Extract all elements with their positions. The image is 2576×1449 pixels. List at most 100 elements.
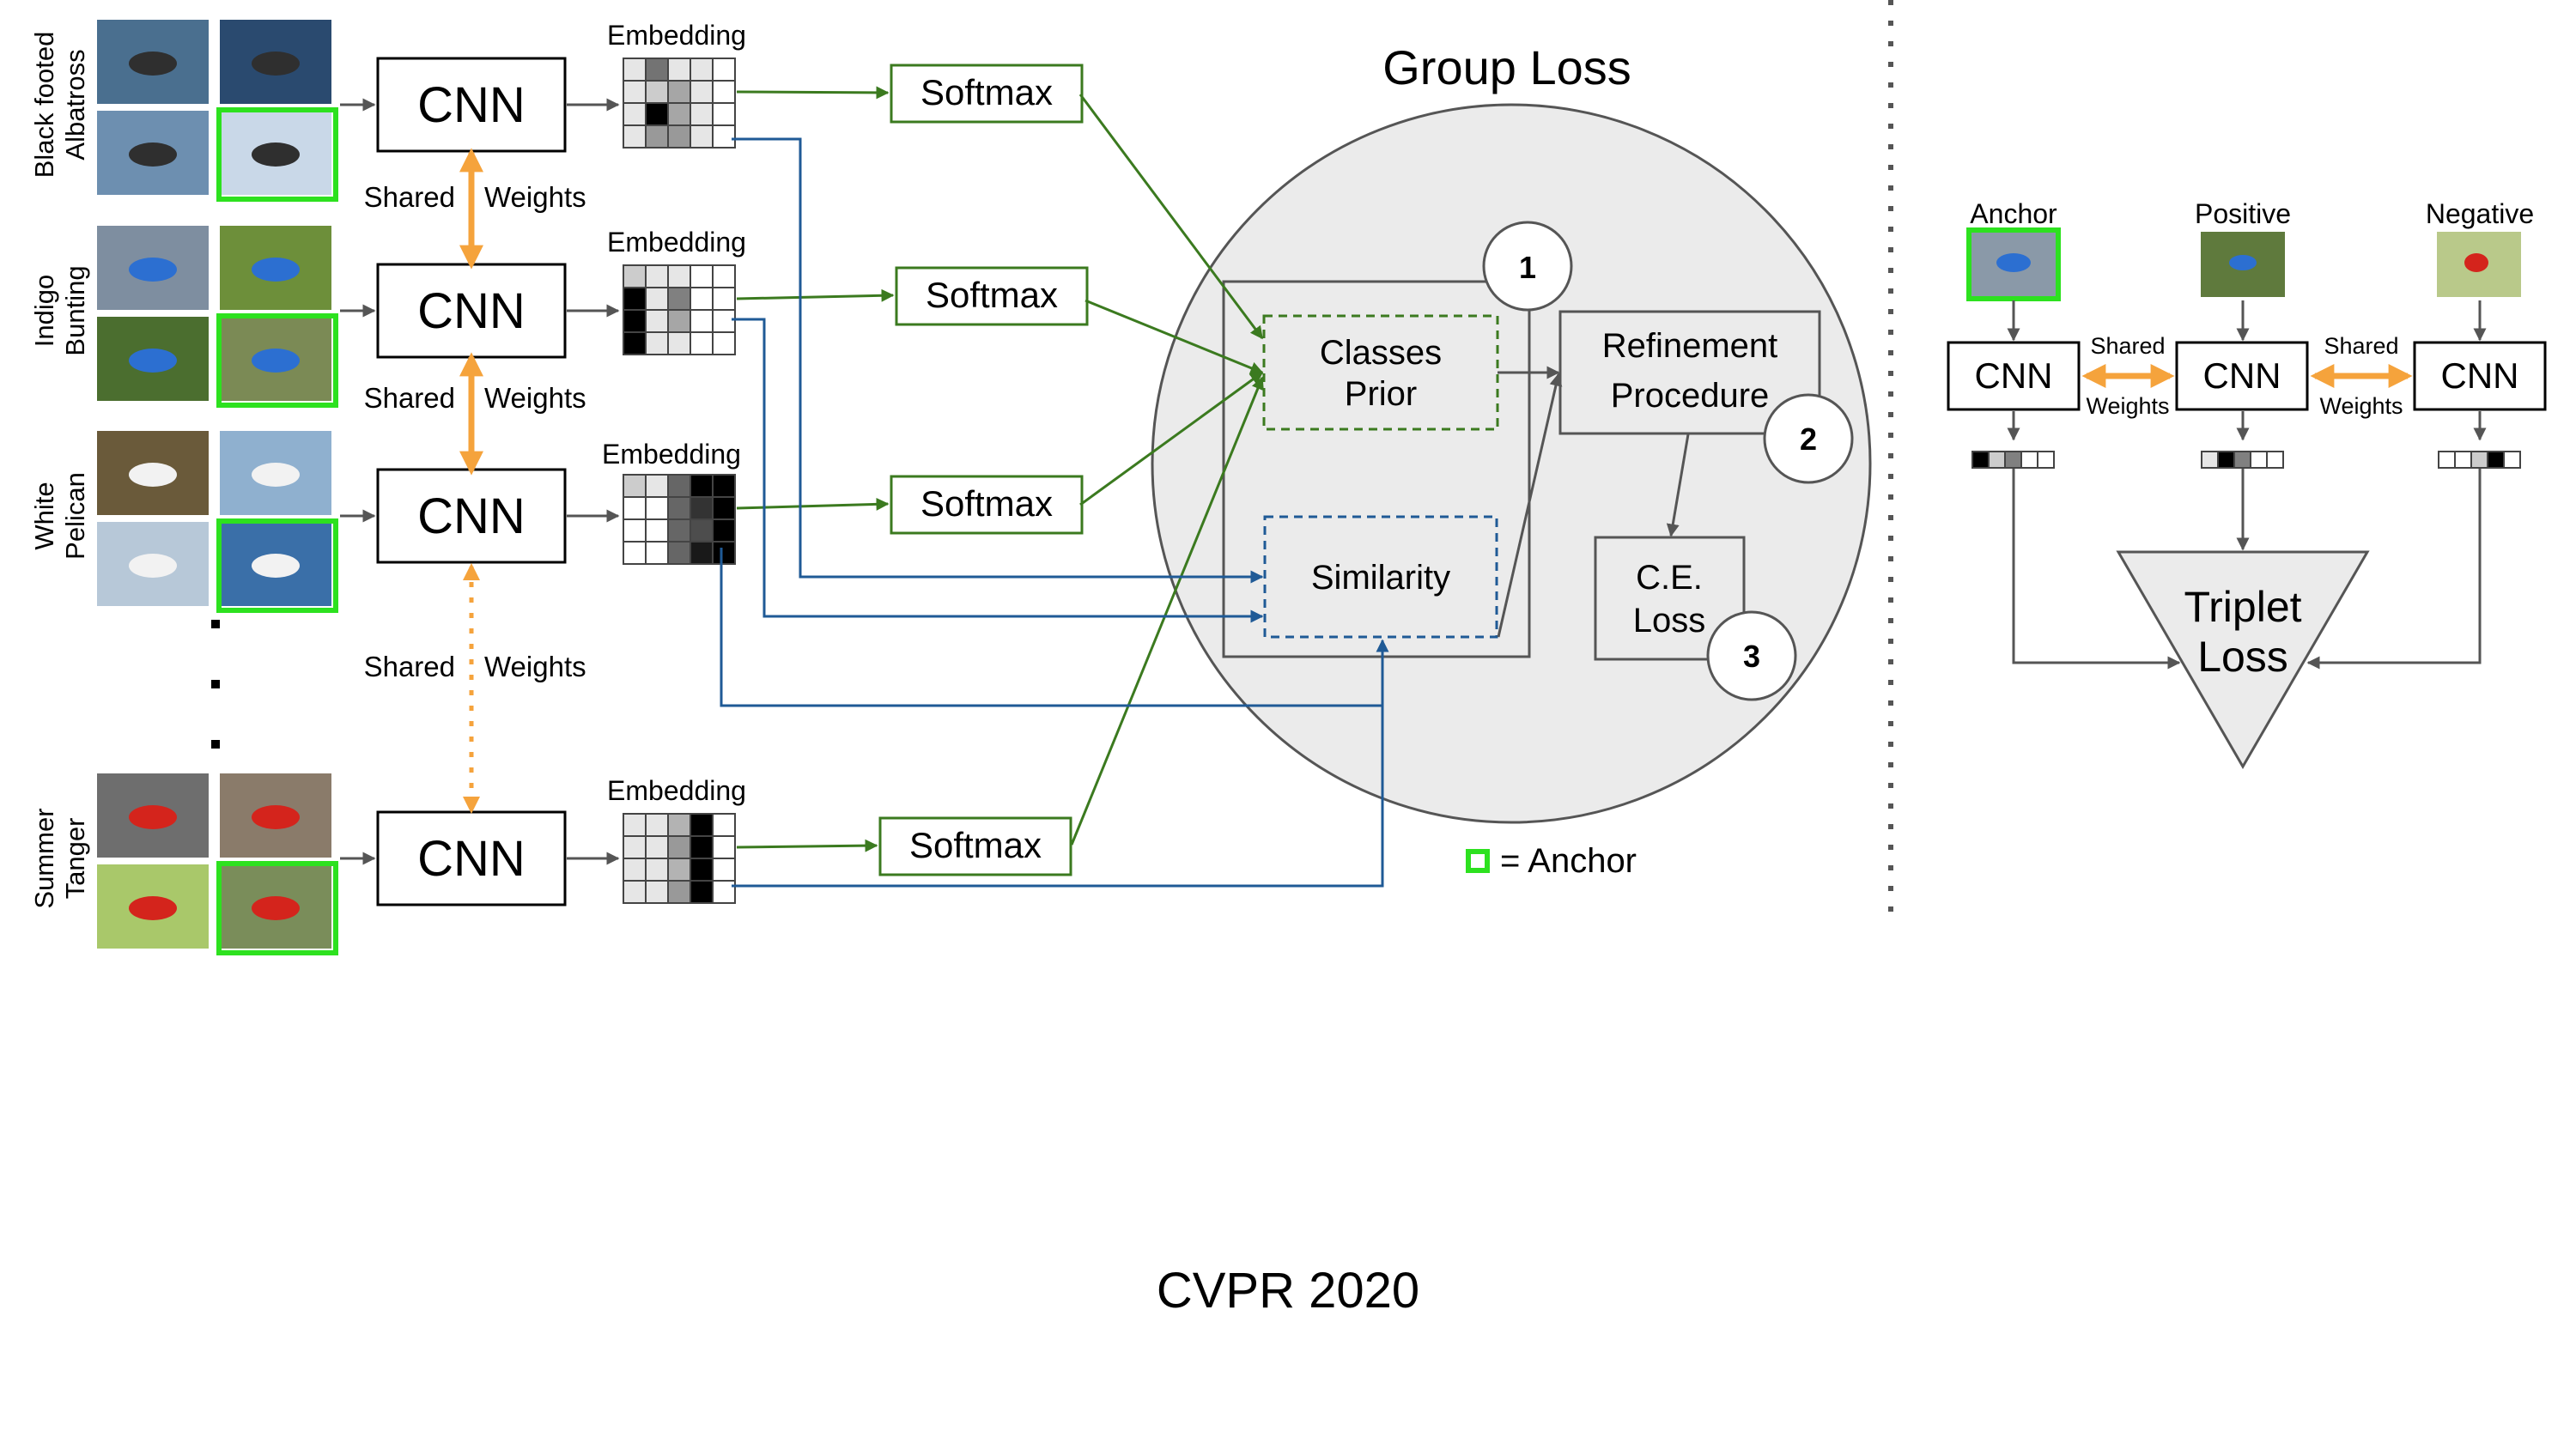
embedding-matrix <box>623 264 736 355</box>
ce-loss-label: C.E. <box>1636 559 1703 597</box>
triplet-loss-panel: Anchor Positive Negative CNN CNN CNN Sha… <box>1947 198 2547 769</box>
softmax-label: Softmax <box>920 483 1053 524</box>
bird-photo <box>218 772 333 859</box>
class-label-line-1: Summer <box>29 808 59 908</box>
anchor-legend-swatch <box>1466 849 1490 873</box>
cnn-label: CNN <box>417 283 526 339</box>
class-label-line-1: Black footed <box>29 32 59 179</box>
class-label-line-2: Tanger <box>60 818 90 900</box>
shared-label: Shared <box>2324 333 2398 359</box>
weights-label: Weights <box>484 651 586 682</box>
bird-photo <box>216 313 338 408</box>
positive-thumbnail <box>2201 232 2285 297</box>
cnn-box <box>376 263 567 359</box>
anchor-frame <box>216 313 338 408</box>
bird-photo <box>218 224 333 312</box>
weights-label: Weights <box>484 382 586 414</box>
negative-label: Negative <box>2426 198 2534 229</box>
negative-thumbnail <box>2437 232 2521 297</box>
cnn-label: CNN <box>417 488 526 544</box>
positive-label: Positive <box>2195 198 2291 229</box>
class-label-line-2: Bunting <box>60 265 90 355</box>
group-loss-module: Group Loss Classes Prior Similarity Refi… <box>1151 40 1872 880</box>
softmax-box <box>895 266 1089 326</box>
anchor-thumbnail <box>1966 227 2061 301</box>
anchor-label: Anchor <box>1970 198 2057 229</box>
ce-loss-label-2: Loss <box>1633 602 1706 640</box>
weights-label: Weights <box>2086 393 2169 419</box>
anchor-frame <box>216 518 338 613</box>
weights-label: Weights <box>484 181 586 213</box>
cnn-label: CNN <box>417 831 526 887</box>
class-label-line-1: Indigo <box>29 275 59 347</box>
triplet-loss-shape <box>2116 550 2370 769</box>
embedding-label: Embedding <box>607 775 746 806</box>
bird-photo <box>95 224 210 312</box>
anchor-frame <box>216 107 338 202</box>
bird-photo <box>218 429 333 517</box>
svg-text:2: 2 <box>1800 421 1817 457</box>
softmax-box <box>878 816 1072 876</box>
similarity-label: Similarity <box>1311 559 1450 597</box>
embedding-label: Embedding <box>607 227 746 258</box>
triplet-embedding <box>1971 451 2055 469</box>
shared-weights-link: Shared Weights <box>364 352 586 476</box>
bird-photo <box>95 863 210 950</box>
class-label-line-2: Albatross <box>60 49 90 160</box>
bird-photo <box>95 109 210 197</box>
embedding-to-similarity-arrows <box>720 137 1389 888</box>
bird-photo <box>95 772 210 859</box>
negative-cnn-label: CNN <box>2441 355 2519 396</box>
softmax-label: Softmax <box>920 72 1053 112</box>
bird-photo <box>95 315 210 403</box>
negative-cnn-box <box>2413 341 2547 411</box>
class-label-line-2: Pelican <box>60 472 90 560</box>
refinement-label: Refinement <box>1602 327 1778 365</box>
step-1-marker: 1 <box>1482 221 1573 312</box>
shared-label: Shared <box>364 181 455 213</box>
step-2-marker: 2 <box>1763 393 1854 484</box>
embedding-label: Embedding <box>607 20 746 51</box>
group-loss-circle <box>1151 103 1872 824</box>
sample-images <box>95 772 338 955</box>
anchor-frame <box>216 861 338 955</box>
bird-photo <box>95 18 210 106</box>
weights-label: Weights <box>2319 393 2403 419</box>
triplet-loss-label: Triplet <box>2184 583 2301 631</box>
bird-photo <box>95 429 210 517</box>
anchor-cnn-label: CNN <box>1975 355 2053 396</box>
softmax-box <box>890 64 1084 124</box>
shared-label: Shared <box>364 651 455 682</box>
bird-photo <box>216 518 338 613</box>
sample-images <box>95 224 338 408</box>
embedding-label: Embedding <box>602 439 741 470</box>
cnn-box <box>376 57 567 153</box>
shared-weights-link: Shared Weights <box>364 148 586 270</box>
triplet-embedding <box>2201 451 2284 469</box>
embedding-matrix <box>623 813 736 904</box>
softmax-label: Softmax <box>909 825 1042 865</box>
softmax-label: Softmax <box>926 275 1058 315</box>
softmax-to-prior-arrows <box>1070 94 1264 846</box>
svg-text:3: 3 <box>1743 639 1760 674</box>
shared-label: Shared <box>364 382 455 414</box>
bird-photo <box>216 107 338 202</box>
anchor-cnn-box <box>1947 341 2081 411</box>
classes-prior-label: Classes <box>1320 334 1442 372</box>
classes-prior-label-2: Prior <box>1345 375 1417 413</box>
bird-photo <box>218 18 333 106</box>
conference-title: CVPR 2020 <box>1156 1263 1420 1319</box>
embedding-matrix <box>623 58 736 149</box>
positive-cnn-label: CNN <box>2203 355 2281 396</box>
class-label-line-1: White <box>29 482 59 549</box>
